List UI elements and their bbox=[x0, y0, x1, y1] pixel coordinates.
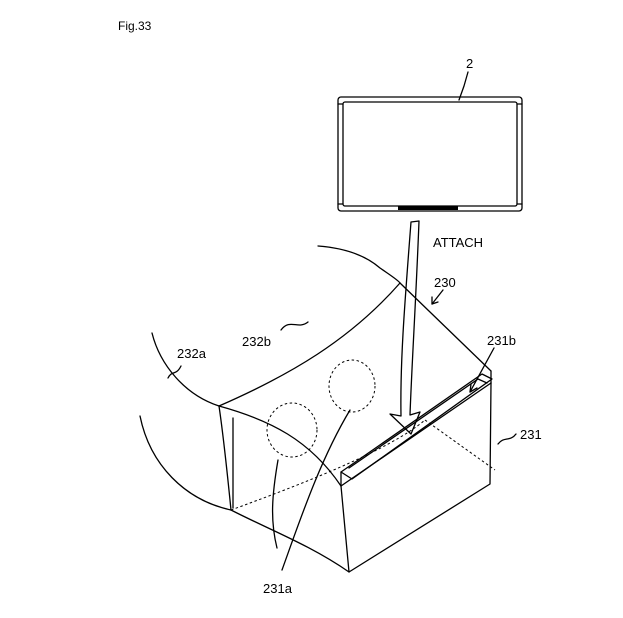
strap-left-lower bbox=[139, 415, 232, 511]
strap-left-upper bbox=[151, 332, 220, 407]
label-body: 231 bbox=[520, 427, 542, 442]
label-attach: ATTACH bbox=[433, 235, 483, 250]
leader-lens-right bbox=[281, 409, 351, 571]
strap-top bbox=[317, 245, 401, 284]
label-slot: 231b bbox=[487, 333, 516, 348]
tablet-device bbox=[337, 96, 523, 212]
leader-strap-top bbox=[280, 321, 309, 331]
attach-arrow bbox=[389, 220, 421, 435]
label-device: 2 bbox=[466, 56, 473, 71]
leader-strap-left bbox=[167, 365, 182, 379]
leader-lens-left bbox=[271, 459, 279, 549]
label-strap-left: 232a bbox=[177, 346, 207, 361]
leader-slot bbox=[469, 347, 495, 393]
label-lenses: 231a bbox=[263, 581, 293, 596]
lens-right bbox=[328, 359, 376, 413]
lens-left bbox=[266, 402, 318, 458]
label-strap-top: 232b bbox=[242, 334, 271, 349]
leader-device bbox=[458, 71, 469, 101]
label-goggle: 230 bbox=[434, 275, 456, 290]
leader-body bbox=[497, 433, 517, 445]
goggle-body bbox=[218, 282, 496, 573]
leader-goggle bbox=[431, 289, 444, 305]
figure-title: Fig.33 bbox=[118, 19, 152, 33]
